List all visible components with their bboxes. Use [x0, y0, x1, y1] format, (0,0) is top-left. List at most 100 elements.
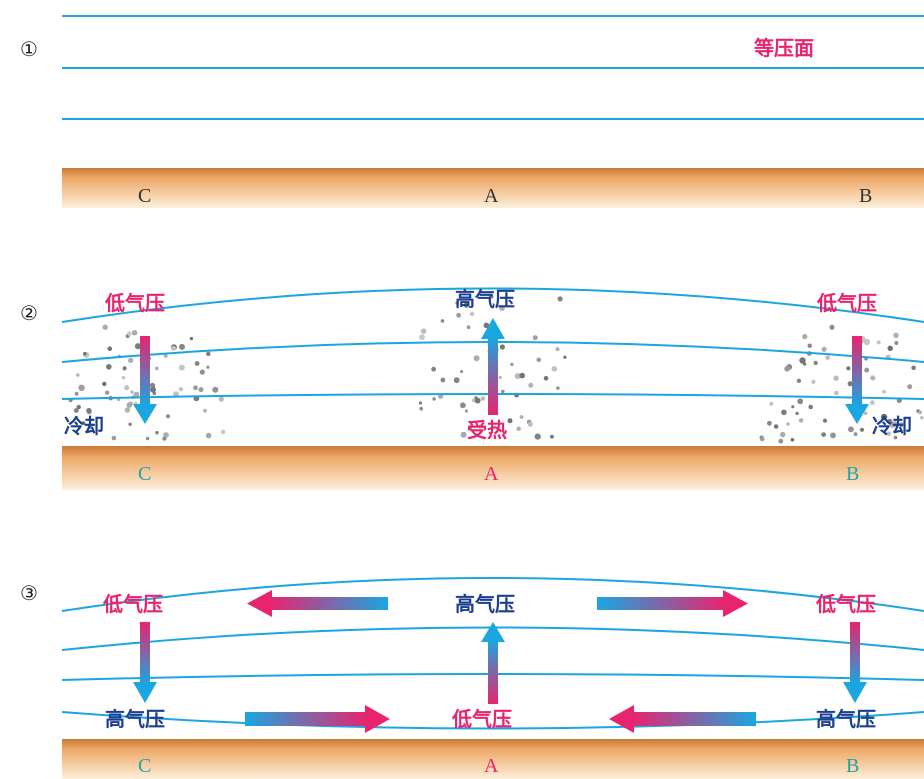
air-particle — [432, 397, 436, 401]
air-particle — [466, 325, 471, 330]
air-particle — [134, 343, 142, 350]
high-pressure-label-center: 高气压 — [455, 287, 515, 311]
ground-surface — [62, 739, 924, 779]
panel-3: ③ — [20, 577, 924, 779]
air-particle — [460, 369, 464, 374]
air-particle — [166, 414, 170, 419]
air-particle — [911, 365, 916, 371]
air-particle — [499, 344, 505, 350]
air-particle — [463, 302, 469, 308]
air-particle — [846, 366, 851, 371]
air-particle — [807, 343, 812, 348]
ground-point-b: B — [846, 755, 859, 777]
air-particle — [786, 422, 790, 426]
air-particle — [212, 386, 219, 393]
air-particle — [811, 379, 816, 384]
air-particle — [87, 424, 93, 430]
air-particle — [798, 418, 804, 423]
air-particle — [178, 387, 183, 392]
air-particle — [440, 319, 445, 323]
air-particle — [460, 431, 467, 438]
sinking-air-arrow-left — [133, 336, 157, 424]
air-particle — [507, 418, 513, 424]
low-pressure-label-right: 低气压 — [816, 291, 877, 315]
air-particle — [150, 386, 156, 393]
air-particle — [419, 334, 425, 341]
air-particle — [781, 409, 787, 416]
air-particle — [876, 340, 881, 345]
air-particle — [199, 369, 205, 375]
panel-marker: ② — [20, 303, 38, 325]
air-particle — [133, 391, 140, 398]
air-particle — [173, 391, 179, 397]
low-pressure-label-upper-left: 低气压 — [102, 592, 163, 616]
air-particle — [549, 434, 554, 439]
air-particle — [124, 385, 130, 391]
air-particle — [829, 324, 835, 330]
air-particle — [455, 301, 460, 305]
air-particle — [460, 402, 466, 409]
air-particle — [833, 375, 839, 381]
isobar-line — [61, 577, 924, 612]
air-particle — [126, 402, 133, 408]
air-particle — [918, 410, 922, 415]
air-particle — [106, 364, 112, 370]
air-particle — [808, 404, 813, 410]
air-particle — [480, 396, 486, 401]
air-particle — [76, 404, 81, 410]
air-particle — [778, 438, 784, 444]
air-particle — [527, 421, 533, 427]
air-particle — [171, 345, 176, 351]
air-particle — [124, 407, 131, 413]
air-particle — [516, 426, 521, 431]
air-particle — [825, 355, 831, 360]
air-particle — [498, 375, 502, 380]
air-particle — [418, 401, 422, 405]
air-particle — [797, 398, 804, 405]
air-particle — [155, 431, 159, 435]
air-particle — [830, 432, 836, 439]
air-particle — [859, 427, 865, 432]
ground-point-c: C — [138, 463, 151, 485]
air-particle — [784, 366, 790, 372]
air-particle — [107, 346, 113, 352]
panel-2: ② 低气压 高气压 低气压 冷却 受热 冷却 C A B — [20, 287, 924, 490]
air-particle — [887, 418, 893, 425]
air-particle — [519, 415, 524, 419]
rising-air-arrow-center — [481, 622, 505, 704]
air-particle — [206, 365, 210, 369]
air-particle — [532, 335, 538, 341]
air-particle — [759, 436, 765, 442]
air-particle — [130, 390, 134, 394]
air-particle — [870, 400, 875, 405]
air-particle — [899, 422, 904, 428]
air-particle — [163, 432, 169, 438]
air-particle — [203, 408, 207, 413]
sinking-air-arrow-right — [843, 622, 867, 703]
air-particle — [464, 409, 468, 413]
air-particle — [880, 413, 888, 421]
air-particle — [863, 338, 871, 346]
air-particle — [887, 345, 893, 351]
air-particle — [863, 411, 868, 415]
panel-marker: ③ — [20, 583, 38, 605]
air-particle — [514, 373, 521, 380]
air-particle — [473, 355, 480, 362]
air-particle — [420, 328, 427, 335]
air-particle — [467, 426, 472, 431]
air-particle — [833, 390, 839, 396]
air-particle — [128, 357, 134, 363]
air-particle — [893, 332, 899, 338]
ground-point-a: A — [484, 463, 499, 485]
lower-flow-arrow-left — [245, 705, 390, 733]
air-particle — [179, 343, 185, 350]
cooling-label-right: 冷却 — [872, 414, 912, 438]
high-pressure-label-upper-center: 高气压 — [455, 592, 515, 616]
air-particle — [780, 431, 786, 438]
air-particle — [163, 353, 168, 358]
low-pressure-label-lower-center: 低气压 — [451, 707, 512, 731]
air-particle — [483, 322, 490, 329]
air-particle — [478, 424, 483, 429]
air-particle — [122, 366, 127, 371]
